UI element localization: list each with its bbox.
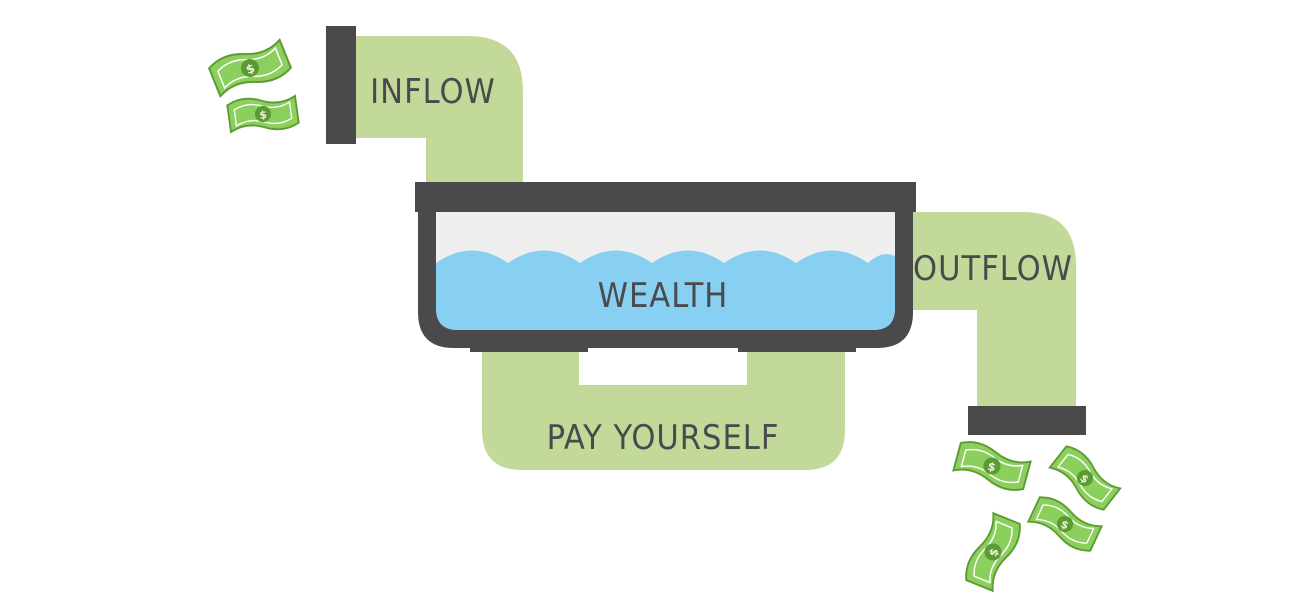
dollar-bill-icon [225,90,301,138]
dollar-bill-icon [951,437,1033,495]
inflow-label: INFLOW [370,72,496,112]
dollar-bill-icon [961,510,1025,594]
wealth-label: WEALTH [598,276,729,316]
outflow-pipe: OUTFLOW [905,212,1086,435]
inflow-pipe-cap [326,26,356,144]
inflow-bills [206,34,301,138]
wealth-tank: WEALTH [415,182,916,348]
outflow-label: OUTFLOW [913,249,1073,289]
outflow-pipe-cap [968,406,1086,435]
pay-yourself-label: PAY YOURSELF [547,418,780,458]
outflow-bills [951,437,1124,594]
water [436,250,895,330]
inflow-pipe: INFLOW [326,26,523,190]
dollar-bill-icon [206,34,294,102]
tank-rim [415,182,916,212]
